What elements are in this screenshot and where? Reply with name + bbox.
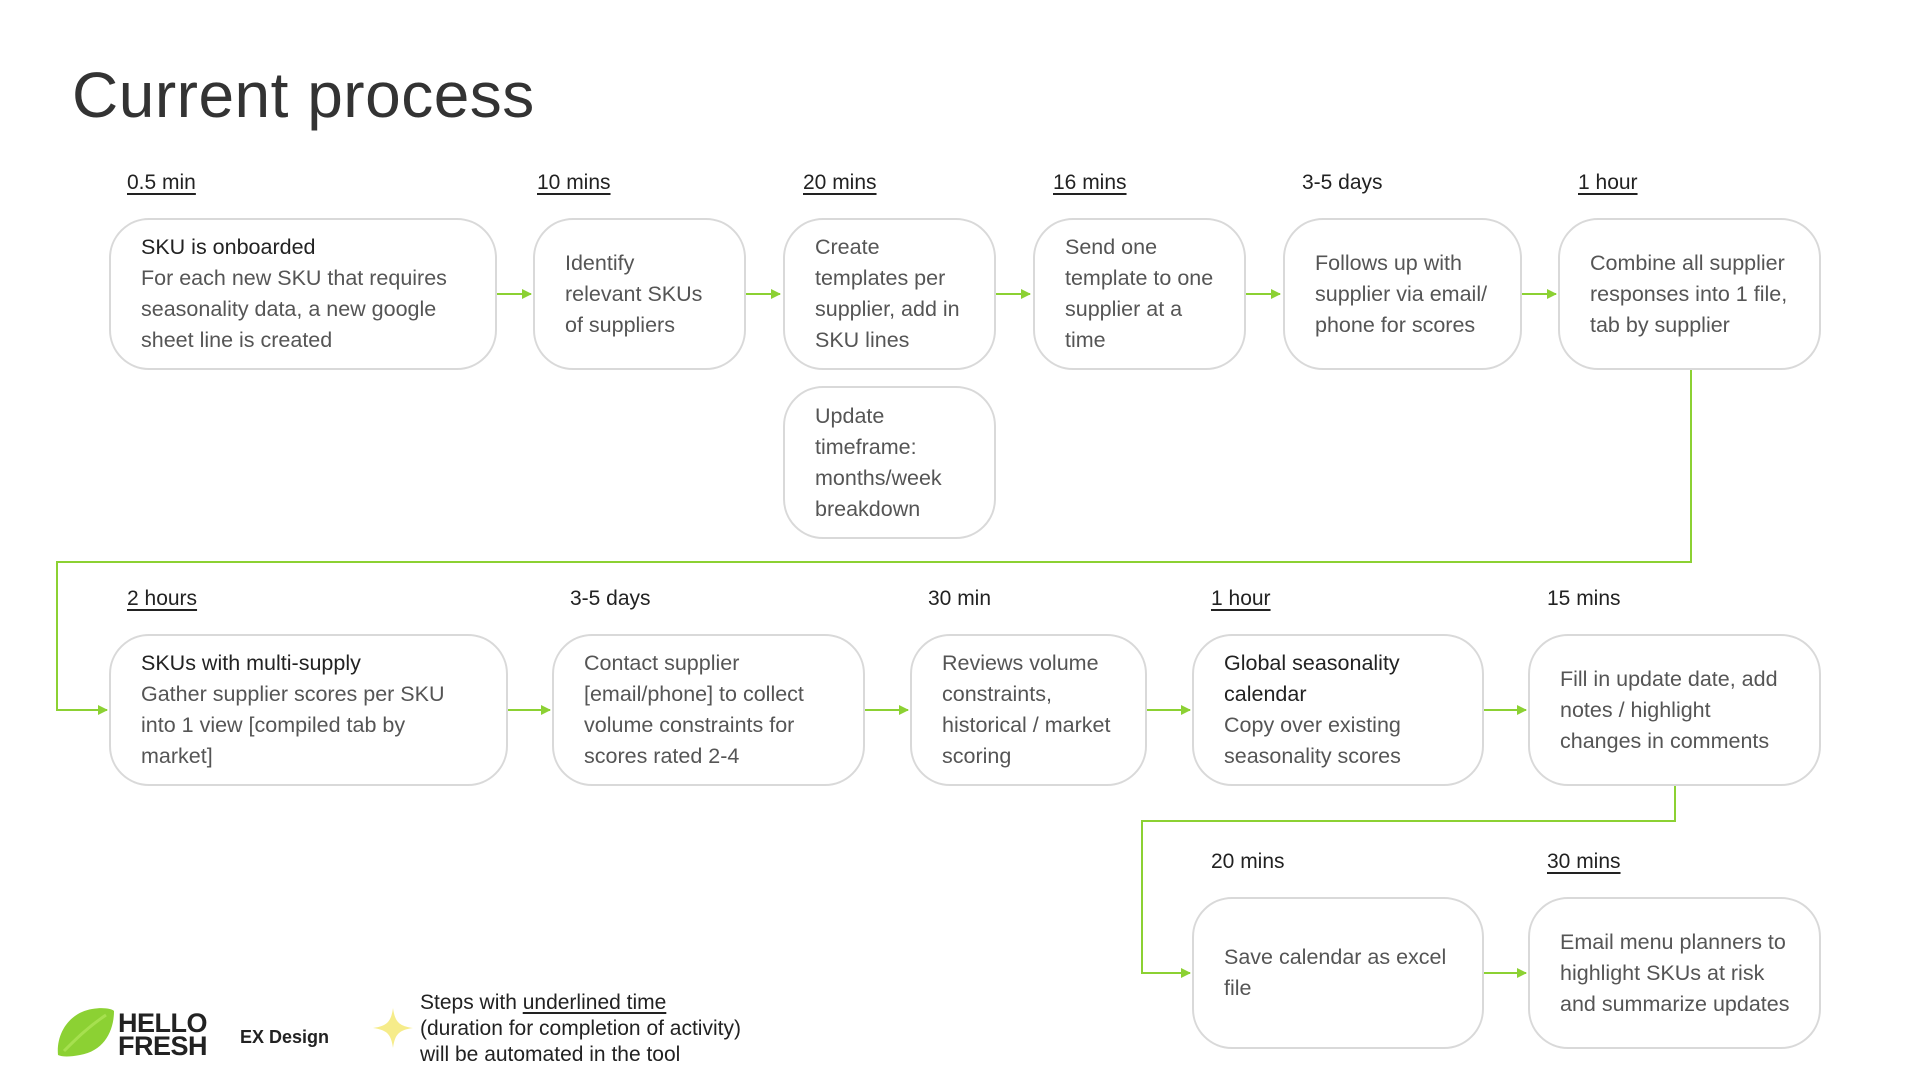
step-description: Update timeframe: months/week breakdown <box>815 403 942 521</box>
arrow-wrap-2 <box>1141 786 1676 978</box>
step-description: Save calendar as excel file <box>1224 945 1447 1000</box>
process-step-box: Combine all supplier responses into 1 fi… <box>1558 218 1821 370</box>
step-description: For each new SKU that requires seasonali… <box>141 266 447 352</box>
process-step-box: Save calendar as excel file <box>1192 897 1484 1049</box>
arrow-wrap-1 <box>56 370 1692 715</box>
process-step-box: Send one template to one supplier at a t… <box>1033 218 1246 370</box>
process-step-box: Create templates per supplier, add in SK… <box>783 218 996 370</box>
step-description: Contact supplier [email/phone] to collec… <box>584 651 804 768</box>
process-step-box: Reviews volume constraints, historical /… <box>910 634 1147 786</box>
step-time: 3-5 days <box>1302 171 1383 194</box>
process-step-box: SKUs with multi-supply Gather supplier s… <box>109 634 508 786</box>
step-description: Fill in update date, add notes / highlig… <box>1560 666 1778 753</box>
step-heading: SKUs with multi-supply <box>141 651 361 675</box>
process-step-box: Global seasonality calendar Copy over ex… <box>1192 634 1484 786</box>
step-time: 1 hour <box>1211 587 1271 610</box>
sparkle-icon <box>373 1008 413 1048</box>
process-step-box: Follows up with supplier via email/ phon… <box>1283 218 1522 370</box>
step-description: Send one template to one supplier at a t… <box>1065 235 1214 352</box>
step-description: Gather supplier scores per SKU into 1 vi… <box>141 682 445 768</box>
step-time: 20 mins <box>803 171 877 194</box>
process-step-box: Identify relevant SKUs of suppliers <box>533 218 746 370</box>
step-description: Create templates per supplier, add in SK… <box>815 235 960 352</box>
step-time: 16 mins <box>1053 171 1127 194</box>
step-description: Email menu planners to highlight SKUs at… <box>1560 929 1790 1016</box>
step-time: 0.5 min <box>127 171 196 194</box>
step-description: Combine all supplier responses into 1 fi… <box>1590 250 1788 337</box>
step-time: 30 mins <box>1547 850 1621 873</box>
process-step-box: Fill in update date, add notes / highlig… <box>1528 634 1821 786</box>
step-description: Reviews volume constraints, historical /… <box>942 651 1111 768</box>
step-time: 2 hours <box>127 587 198 610</box>
step-time: 20 mins <box>1211 850 1285 873</box>
hellofresh-lime-icon <box>57 1008 114 1057</box>
step-time: 3-5 days <box>570 587 651 610</box>
legend-note: Steps with underlined time (duration for… <box>420 991 741 1066</box>
step-description: Follows up with supplier via email/ phon… <box>1315 250 1488 337</box>
process-step-box: SKU is onboarded For each new SKU that r… <box>109 218 497 370</box>
hellofresh-logo: HELLO FRESH <box>118 1008 208 1061</box>
page-title: Current process <box>72 59 535 131</box>
step-description: Copy over existing seasonality scores <box>1224 713 1401 768</box>
step-heading: Global seasonality calendar <box>1224 651 1400 706</box>
process-substep-box: Update timeframe: months/week breakdown <box>783 386 996 539</box>
process-step-box: Contact supplier [email/phone] to collec… <box>552 634 865 786</box>
step-time: 30 min <box>928 587 992 610</box>
step-description: Identify relevant SKUs of suppliers <box>565 250 703 337</box>
step-time: 15 mins <box>1547 587 1621 610</box>
ex-design-label: EX Design <box>240 1027 330 1047</box>
step-time: 1 hour <box>1578 171 1638 194</box>
step-heading: SKU is onboarded <box>141 235 316 259</box>
step-time: 10 mins <box>537 171 611 194</box>
process-step-box: Email menu planners to highlight SKUs at… <box>1528 897 1821 1049</box>
